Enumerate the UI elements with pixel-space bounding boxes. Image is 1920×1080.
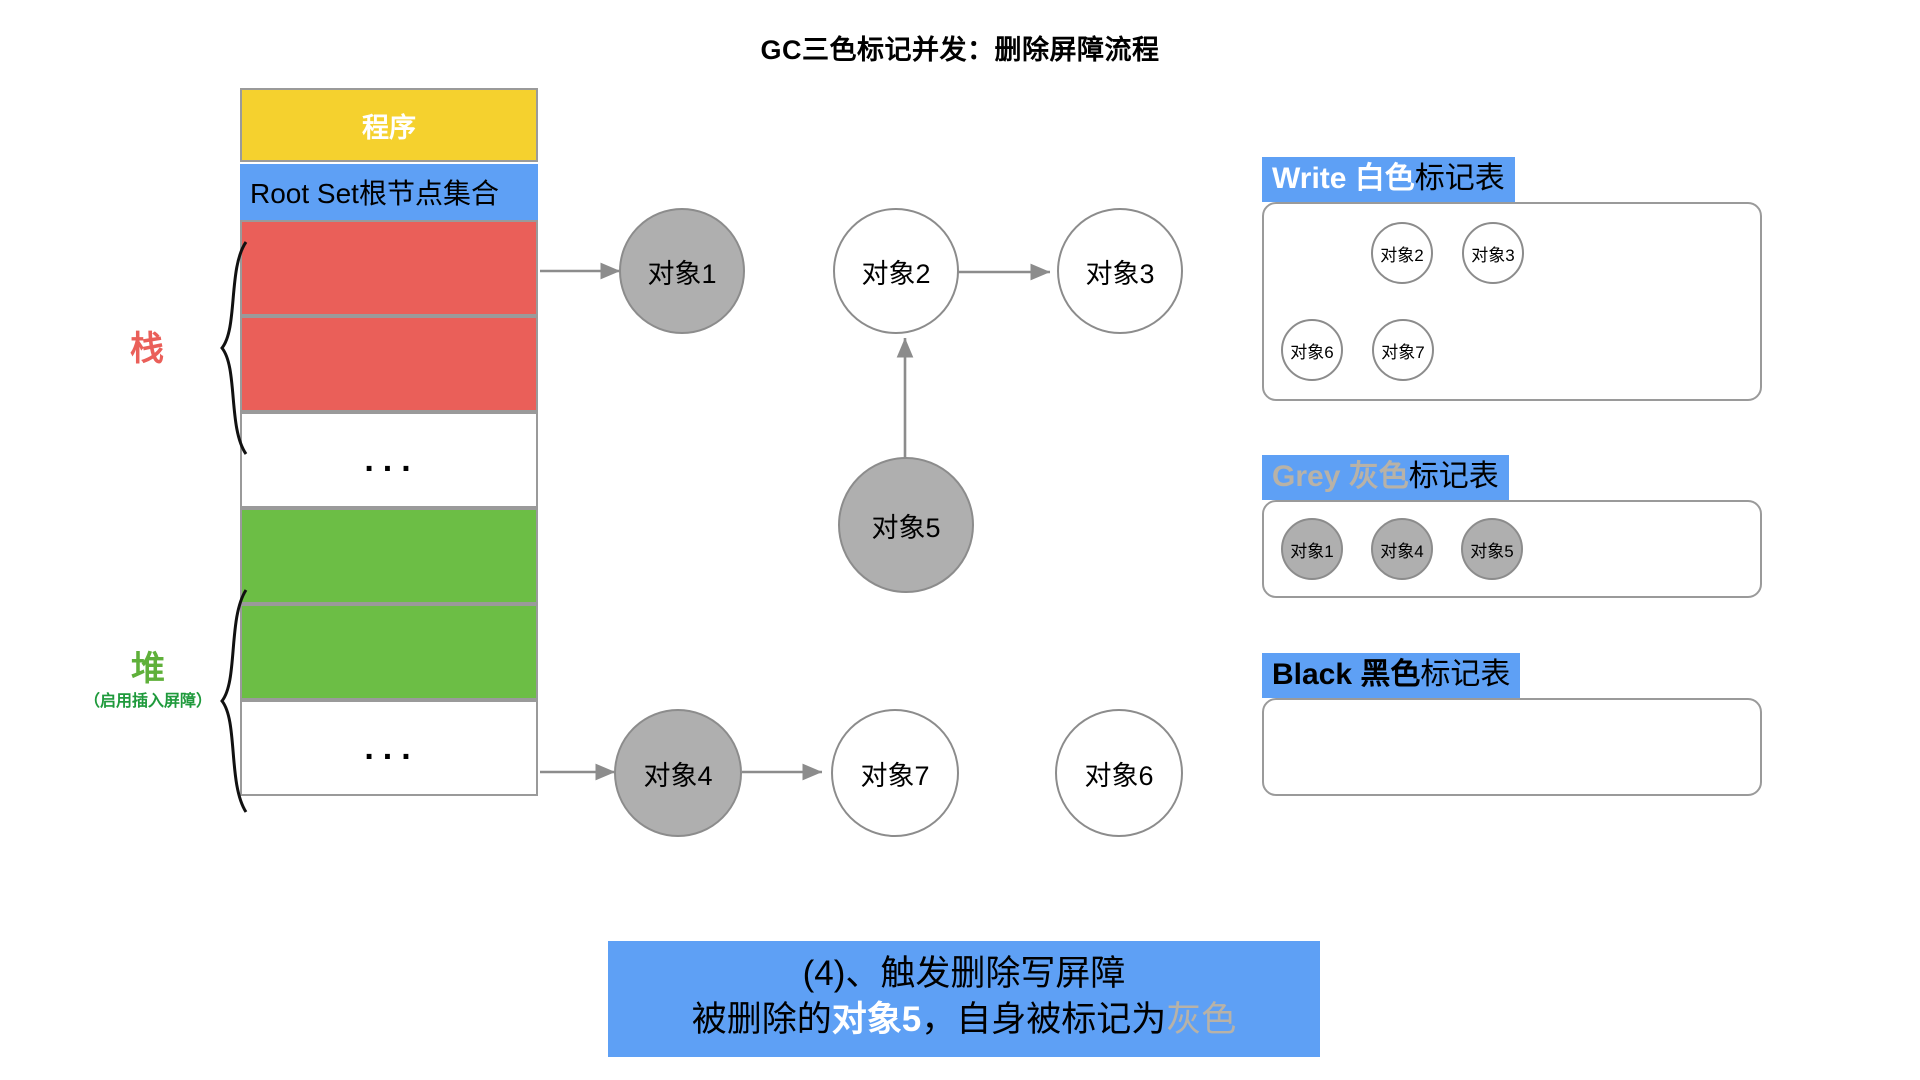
mark-table-white-title: Write 白色标记表 <box>1262 157 1515 202</box>
root-set-block: Root Set根节点集合 <box>240 164 538 220</box>
graph-node-obj7-label: 对象7 <box>860 760 930 791</box>
heap-sublabel-text: （启用插入屏障） <box>83 693 212 711</box>
mark-chip-white-obj3[interactable]: 对象3 <box>1462 222 1524 284</box>
mark-table-white-title-color: 白色 <box>1354 162 1415 195</box>
graph-node-obj1-label: 对象1 <box>647 258 717 289</box>
heap-brace <box>220 589 248 813</box>
mark-table-black-title: Black 黑色标记表 <box>1262 653 1521 698</box>
mark-chip-white-obj7-label: 对象7 <box>1381 342 1425 362</box>
heap-slot-2 <box>240 604 538 700</box>
mark-chip-grey-obj4-label: 对象4 <box>1380 541 1424 561</box>
mark-table-grey-title: Grey 灰色标记表 <box>1262 455 1509 500</box>
mark-chip-white-obj7[interactable]: 对象7 <box>1372 319 1434 381</box>
mark-table-grey-title-color: 灰色 <box>1348 460 1409 493</box>
mark-table-white-title-en: Write <box>1272 162 1347 195</box>
graph-node-obj4-label: 对象4 <box>643 760 713 791</box>
graph-node-obj2[interactable]: 对象2 <box>833 208 959 334</box>
heap-label: 堆 （启用插入屏障） <box>58 650 238 711</box>
caption-line-2-object: 对象5 <box>831 1000 922 1040</box>
mark-table-grey-title-en: Grey <box>1272 460 1341 493</box>
stack-slot-1 <box>240 220 538 316</box>
heap-slot-1 <box>240 508 538 604</box>
stack-ellipsis-slot: ... <box>240 412 538 508</box>
graph-node-obj6[interactable]: 对象6 <box>1055 709 1183 837</box>
graph-node-obj6-label: 对象6 <box>1084 760 1154 791</box>
stack-slot-2 <box>240 316 538 412</box>
ellipsis-stack: ... <box>364 441 420 479</box>
mark-table-black-box <box>1262 698 1762 796</box>
mark-chip-grey-obj1-label: 对象1 <box>1290 541 1334 561</box>
page-title: GC三色标记并发：删除屏障流程 <box>760 35 1160 65</box>
mark-chip-white-obj6-label: 对象6 <box>1290 342 1334 362</box>
mark-chip-white-obj6[interactable]: 对象6 <box>1281 319 1343 381</box>
mark-chip-grey-obj1[interactable]: 对象1 <box>1281 518 1343 580</box>
heap-ellipsis-slot: ... <box>240 700 538 796</box>
mark-chip-white-obj2[interactable]: 对象2 <box>1371 222 1433 284</box>
mark-table-black-title-en: Black <box>1272 658 1353 691</box>
graph-node-obj2-label: 对象2 <box>861 258 931 289</box>
mark-table-black-title-rest: 标记表 <box>1420 658 1511 691</box>
mark-table-white-title-rest: 标记表 <box>1414 162 1505 195</box>
graph-node-obj3-label: 对象3 <box>1085 258 1155 289</box>
caption-banner: (4)、触发删除写屏障 被删除的对象5，自身被标记为灰色 <box>608 941 1320 1058</box>
mark-table-black-title-color: 黑色 <box>1360 658 1421 691</box>
stack-label-text: 栈 <box>130 330 164 368</box>
graph-node-obj5[interactable]: 对象5 <box>838 457 974 593</box>
caption-line-2-color: 灰色 <box>1166 1000 1237 1040</box>
mark-chip-grey-obj4[interactable]: 对象4 <box>1371 518 1433 580</box>
caption-line-2-part-c: ，自身被标记为 <box>921 1000 1167 1040</box>
heap-label-text: 堆 <box>131 650 165 688</box>
mark-chip-white-obj3-label: 对象3 <box>1471 245 1515 265</box>
stack-brace <box>220 241 248 455</box>
mark-chip-grey-obj5[interactable]: 对象5 <box>1461 518 1523 580</box>
graph-node-obj4[interactable]: 对象4 <box>614 709 742 837</box>
graph-node-obj3[interactable]: 对象3 <box>1057 208 1183 334</box>
caption-line-1: (4)、触发删除写屏障 <box>802 954 1126 993</box>
mark-table-grey-title-rest: 标记表 <box>1408 460 1499 493</box>
stack-label: 栈 <box>92 330 202 369</box>
memory-column: 程序 Root Set根节点集合 ... ... <box>240 88 538 796</box>
program-block: 程序 <box>240 88 538 162</box>
mark-chip-grey-obj5-label: 对象5 <box>1470 541 1514 561</box>
ellipsis-heap: ... <box>364 729 420 767</box>
caption-line-2: 被删除的对象5，自身被标记为灰色 <box>608 997 1320 1043</box>
caption-line-2-part-a: 被删除的 <box>691 1000 832 1040</box>
mark-chip-white-obj2-label: 对象2 <box>1380 245 1424 265</box>
graph-node-obj7[interactable]: 对象7 <box>831 709 959 837</box>
graph-node-obj1[interactable]: 对象1 <box>619 208 745 334</box>
graph-node-obj5-label: 对象5 <box>871 512 941 543</box>
